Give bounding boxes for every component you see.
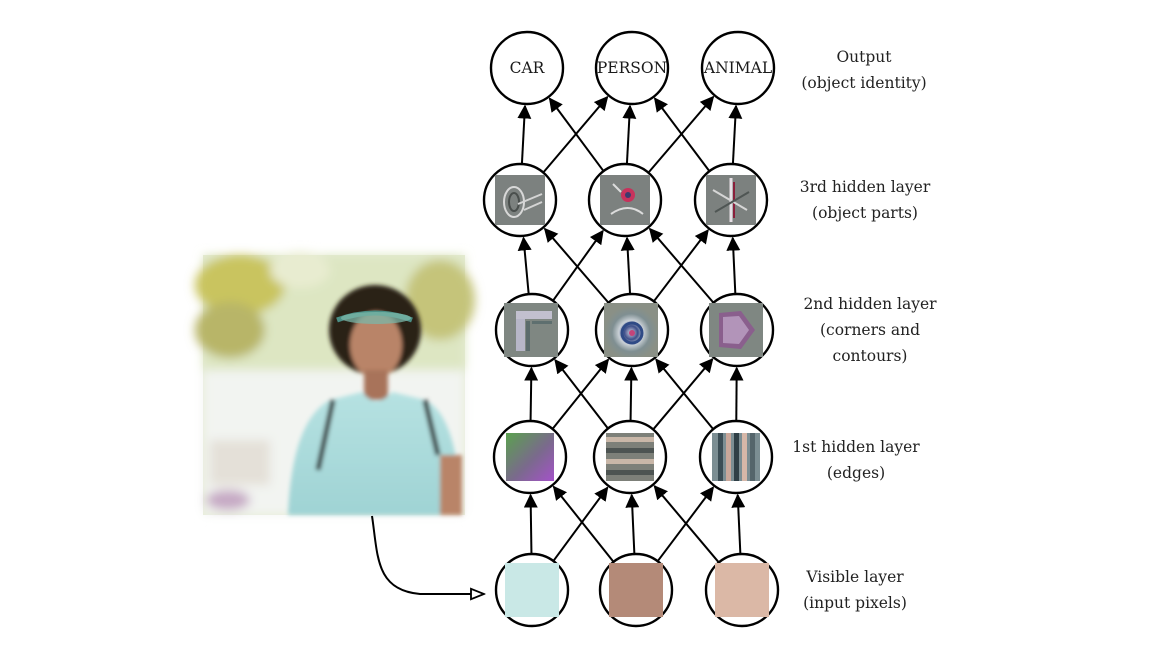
connection-arrow bbox=[517, 236, 532, 294]
caption-line: (corners and bbox=[820, 321, 920, 339]
caption-line: 3rd hidden layer bbox=[800, 178, 931, 196]
contour-feature bbox=[709, 303, 763, 357]
connection-arrow bbox=[552, 229, 604, 301]
photo-of-woman bbox=[195, 252, 475, 515]
output-node-label: PERSON bbox=[597, 59, 667, 77]
network-node bbox=[494, 552, 570, 628]
contour-feature bbox=[504, 303, 558, 357]
caption-line: Output bbox=[836, 48, 892, 66]
network-node bbox=[592, 419, 668, 495]
layer-caption-hidden1: 1st hidden layer (edges) bbox=[792, 438, 920, 482]
layer-caption-output: Output (object identity) bbox=[801, 48, 926, 92]
caption-line: (input pixels) bbox=[803, 594, 907, 612]
input-pixel-swatch bbox=[609, 563, 663, 617]
connection-arrow bbox=[624, 366, 639, 421]
caption-line: contours) bbox=[833, 347, 908, 365]
connection-arrow bbox=[648, 227, 714, 303]
layer-caption-visible: Visible layer (input pixels) bbox=[803, 568, 907, 612]
caption-line: (object identity) bbox=[801, 74, 926, 92]
edge-feature bbox=[606, 433, 654, 481]
network-node bbox=[598, 552, 674, 628]
output-node-label: CAR bbox=[510, 59, 546, 77]
network-node bbox=[699, 292, 775, 368]
network-node: CAR bbox=[489, 30, 565, 106]
connection-arrow bbox=[653, 97, 710, 171]
object-part-feature bbox=[495, 175, 545, 225]
connection-arrow bbox=[543, 227, 609, 303]
connection-arrow bbox=[625, 493, 640, 554]
caption-line: Visible layer bbox=[805, 568, 904, 586]
network-node: ANIMAL bbox=[700, 30, 776, 106]
layer-caption-hidden2: 2nd hidden layer (corners and contours) bbox=[803, 295, 937, 365]
network-node bbox=[492, 419, 568, 495]
connection-arrow bbox=[731, 493, 746, 554]
network-node bbox=[693, 162, 769, 238]
object-part-feature bbox=[600, 175, 650, 225]
connection-arrow bbox=[655, 358, 714, 430]
connection-arrow bbox=[728, 104, 743, 164]
connection-arrow bbox=[548, 97, 604, 171]
contour-feature bbox=[604, 303, 658, 357]
photo-to-input-arrow bbox=[371, 515, 484, 594]
network-node bbox=[594, 292, 670, 368]
edge-feature bbox=[712, 433, 760, 481]
caption-line: (object parts) bbox=[812, 204, 918, 222]
connection-arrow bbox=[553, 486, 609, 561]
connection-arrow bbox=[523, 493, 538, 554]
connection-arrow bbox=[554, 358, 609, 429]
network-node bbox=[494, 292, 570, 368]
network-node: PERSON bbox=[594, 30, 670, 106]
connection-arrow bbox=[622, 104, 637, 164]
layer-captions: Output (object identity) 3rd hidden layer (… bbox=[792, 48, 937, 612]
network-node bbox=[704, 552, 780, 628]
edge-feature bbox=[506, 433, 554, 481]
connection-arrow bbox=[524, 366, 539, 421]
output-node-label: ANIMAL bbox=[703, 59, 772, 77]
connection-arrow bbox=[653, 484, 719, 563]
connection-arrow bbox=[517, 104, 532, 164]
network-nodes: CAR PERSON ANIMAL bbox=[482, 30, 780, 628]
caption-line: 2nd hidden layer bbox=[803, 295, 937, 313]
input-pixel-swatch bbox=[505, 563, 559, 617]
connection-arrow bbox=[620, 236, 635, 294]
caption-line: 1st hidden layer bbox=[792, 438, 920, 456]
network-node bbox=[482, 162, 558, 238]
layer-caption-hidden3: 3rd hidden layer (object parts) bbox=[800, 178, 931, 222]
caption-line: (edges) bbox=[827, 464, 885, 482]
network-node bbox=[698, 419, 774, 495]
object-part-feature bbox=[706, 175, 756, 225]
connection-arrows bbox=[517, 95, 746, 563]
connection-arrow bbox=[726, 236, 741, 294]
connection-arrow bbox=[552, 485, 614, 562]
network-node bbox=[587, 162, 663, 238]
input-pixel-swatch bbox=[715, 563, 769, 617]
